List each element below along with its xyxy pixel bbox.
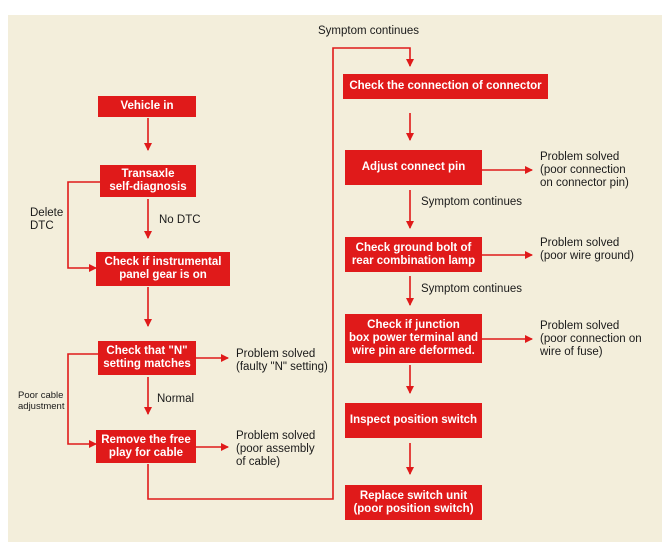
problem-solved-fuse-label: Problem solved (poor connection on wire … <box>540 320 642 358</box>
transaxle-self-diagnosis-box: Transaxle self-diagnosis <box>100 165 196 197</box>
delete-dtc-label: Delete DTC <box>30 207 64 232</box>
check-ground-bolt-box: Check ground bolt of rear combination la… <box>345 237 482 272</box>
loop-delete-dtc <box>67 181 100 272</box>
check-connection-box: Check the connection of connector <box>343 74 548 99</box>
problem-solved-pin-label: Problem solved (poor connection on conne… <box>540 151 629 189</box>
problem-solved-n-label: Problem solved (faulty "N" setting) <box>236 348 328 373</box>
symptom-continues-top-label: Symptom continues <box>318 25 419 37</box>
problem-solved-ground-label: Problem solved (poor wire ground) <box>540 237 634 262</box>
symptom-continues-1-label: Symptom continues <box>421 196 522 208</box>
poor-cable-adjustment-label: Poor cable adjustment <box>18 390 65 412</box>
path-to-right-column <box>147 47 414 500</box>
check-n-setting-box: Check that "N" setting matches <box>98 341 196 375</box>
replace-switch-unit-box: Replace switch unit (poor position switc… <box>345 485 482 520</box>
inspect-position-switch-box: Inspect position switch <box>345 403 482 438</box>
check-instrumental-panel-box: Check if instrumental panel gear is on <box>96 252 230 286</box>
symptom-continues-2-label: Symptom continues <box>421 283 522 295</box>
vehicle-in-box: Vehicle in <box>98 96 196 117</box>
no-dtc-label: No DTC <box>159 214 201 226</box>
normal-label: Normal <box>157 393 195 405</box>
problem-solved-cable-label: Problem solved (poor assembly of cable) <box>236 430 316 468</box>
check-junction-box: Check if junction box power terminal and… <box>345 314 482 363</box>
adjust-connect-pin-box: Adjust connect pin <box>345 150 482 185</box>
loop-poor-cable <box>67 353 100 448</box>
remove-free-play-box: Remove the free play for cable <box>96 430 196 463</box>
